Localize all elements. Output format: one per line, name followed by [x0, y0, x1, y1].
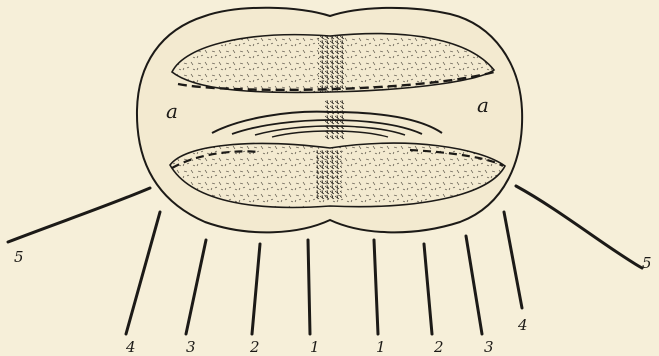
pointer-5-left — [8, 188, 150, 242]
pointer-1-left — [308, 240, 310, 334]
label-5-right: 5 — [642, 254, 652, 272]
pointer-3-right — [466, 236, 482, 334]
label-2-right: 2 — [433, 338, 444, 356]
pointer-3-left — [186, 240, 206, 334]
label-4-left: 4 — [125, 338, 136, 356]
label-4-right: 4 — [517, 316, 528, 334]
pointer-2-left — [252, 244, 260, 334]
pointer-4-left — [126, 212, 160, 334]
label-3-right: 3 — [484, 338, 494, 356]
label-5-left: 5 — [14, 248, 24, 266]
label-1-right: 1 — [376, 338, 386, 356]
pointer-5-right — [516, 186, 642, 268]
pointer-2-right — [424, 244, 432, 334]
region-label-right: a — [477, 93, 489, 117]
label-3-left: 3 — [186, 338, 196, 356]
label-1-left: 1 — [310, 338, 320, 356]
pointer-1-right — [374, 240, 378, 334]
label-2-left: 2 — [249, 338, 260, 356]
region-label-left: a — [166, 99, 178, 123]
pointer-4-right — [504, 212, 522, 308]
